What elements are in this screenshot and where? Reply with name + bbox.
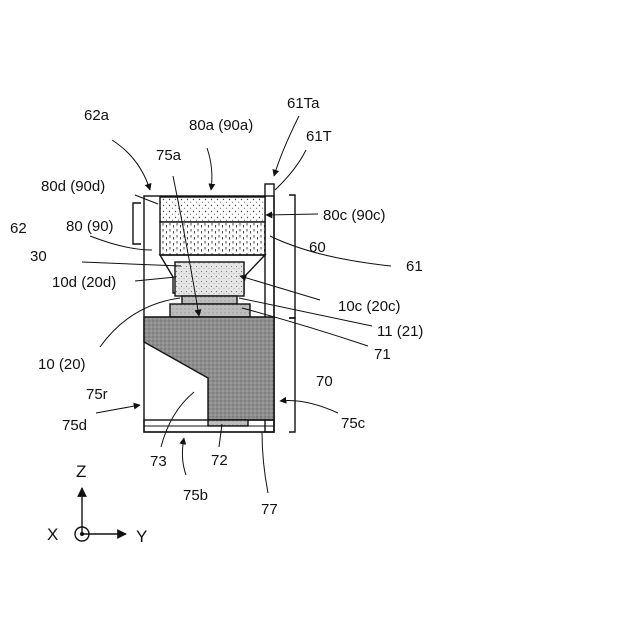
axis-label-z: Z — [76, 462, 86, 481]
axis-label-y: Y — [136, 527, 147, 546]
pad-72 — [208, 420, 248, 426]
axis-label-x: X — [47, 525, 58, 544]
brace-70 — [289, 318, 295, 432]
label-62: 62 — [10, 220, 27, 237]
coordinate-axes: Z X Y — [47, 462, 147, 546]
chip-mount — [170, 304, 250, 317]
label-61Ta: 61Ta — [287, 95, 320, 112]
label-60: 60 — [309, 239, 326, 256]
label-10d: 10d (20d) — [52, 274, 116, 291]
label-80a: 80a (90a) — [189, 117, 253, 134]
label-75b: 75b — [183, 487, 208, 504]
lens-80a-upper — [160, 197, 265, 222]
label-70: 70 — [316, 373, 333, 390]
package-structure — [144, 184, 274, 432]
label-61T: 61T — [306, 128, 332, 145]
label-11: 11 (21) — [377, 323, 423, 340]
brace-80 — [133, 203, 141, 244]
label-75r: 75r — [86, 386, 108, 403]
label-75c: 75c — [341, 415, 366, 432]
chip-base-11 — [182, 296, 237, 304]
label-80: 80 (90) — [66, 218, 114, 235]
label-80d: 80d (90d) — [41, 178, 105, 195]
label-71: 71 — [374, 346, 391, 363]
label-10c: 10c (20c) — [338, 298, 401, 315]
label-10: 10 (20) — [38, 356, 86, 373]
label-75a: 75a — [156, 147, 182, 164]
label-73: 73 — [150, 453, 167, 470]
lens-80-lower — [160, 222, 265, 255]
label-62a: 62a — [84, 107, 110, 124]
label-61: 61 — [406, 258, 423, 275]
brace-60 — [289, 195, 295, 318]
label-77: 77 — [261, 501, 278, 518]
label-80c: 80c (90c) — [323, 207, 386, 224]
label-30: 30 — [30, 248, 47, 265]
label-75d: 75d — [62, 417, 87, 434]
label-72: 72 — [211, 452, 228, 469]
chip-10 — [175, 262, 244, 296]
